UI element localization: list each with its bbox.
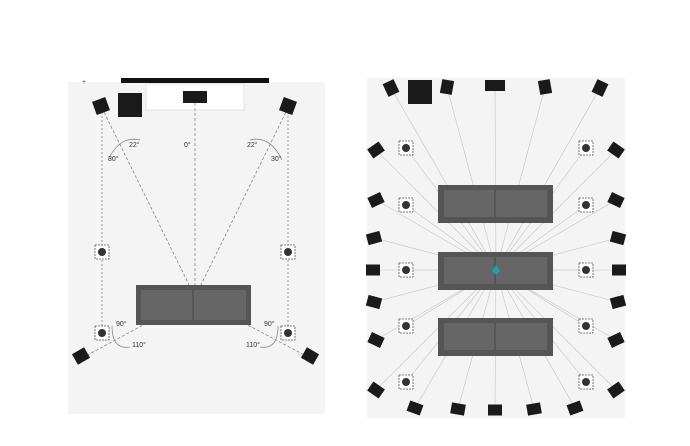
wall-speaker: [607, 141, 625, 159]
wall-speaker: [566, 400, 584, 416]
wall-speaker: [382, 79, 400, 97]
ceiling-speaker: [578, 262, 594, 278]
left-room-diagram: +: [68, 78, 325, 414]
radial-line: [390, 87, 497, 271]
ceiling-speaker: [578, 318, 594, 334]
left-subwoofer: [118, 93, 142, 117]
left-side-speakers: [94, 244, 296, 341]
label-front-right-outer-angle: 30°: [271, 155, 282, 163]
wall-speaker: [612, 264, 626, 276]
radial-line: [495, 87, 601, 271]
wall-speaker: [439, 79, 455, 95]
wall-speaker: [607, 332, 625, 348]
label-front-right-angle: 22°: [247, 141, 258, 149]
wall-speaker: [365, 294, 383, 310]
right-ceiling-speakers: [398, 140, 594, 390]
wall-speaker: [406, 400, 424, 416]
radial-line: [495, 149, 617, 271]
ceiling-speaker: [398, 374, 414, 390]
ceiling-speaker: [398, 140, 414, 156]
radial-line: [495, 86, 546, 271]
left-screen: [121, 78, 269, 83]
label-front-center-angle: 0°: [184, 141, 191, 149]
ceiling-speaker: [578, 197, 594, 213]
radial-line: [446, 86, 497, 271]
wall-speaker: [609, 294, 627, 310]
wall-speaker: [366, 264, 380, 276]
sofa: [438, 185, 553, 223]
left-front-left-speaker: [92, 97, 110, 115]
sofa: [438, 318, 553, 356]
wall-speaker: [367, 332, 385, 348]
wall-speaker: [485, 80, 505, 91]
wall-speaker: [537, 79, 553, 95]
left-corner-mark: +: [82, 79, 86, 86]
left-rear-left-speaker: [71, 347, 91, 365]
wall-speaker: [607, 381, 625, 399]
ceiling-speaker: [398, 318, 414, 334]
wall-speaker: [607, 192, 625, 208]
label-front-left-outer-angle: 30°: [108, 155, 119, 163]
left-rear-right-speaker: [300, 347, 320, 365]
wall-speaker: [367, 141, 385, 159]
right-subwoofer: [408, 80, 432, 104]
left-front-right-speaker: [279, 97, 297, 115]
wall-speaker: [365, 230, 383, 246]
wall-speaker: [367, 381, 385, 399]
right-room-diagram: [365, 78, 627, 418]
right-wall-speakers: [365, 79, 627, 416]
label-rear-right-angle: 110°: [246, 341, 260, 349]
label-side-left-angle: 90°: [116, 320, 127, 328]
ceiling-speaker: [578, 374, 594, 390]
wall-speaker: [450, 402, 466, 416]
left-center-speaker: [183, 91, 207, 103]
ceiling-speaker: [578, 140, 594, 156]
wall-speaker: [488, 404, 502, 416]
wall-speaker: [609, 230, 627, 246]
wall-speaker: [367, 192, 385, 208]
label-side-right-angle: 90°: [264, 320, 275, 328]
label-front-left-angle: 22°: [129, 141, 140, 149]
label-rear-left-angle: 110°: [132, 341, 146, 349]
right-listening-position-marker: [492, 265, 500, 275]
ceiling-speaker: [398, 197, 414, 213]
radial-line: [494, 84, 497, 271]
left-sofa: [136, 285, 251, 325]
radial-line: [375, 149, 497, 271]
wall-speaker: [591, 79, 609, 97]
wall-speaker: [526, 402, 542, 416]
ceiling-speaker: [398, 262, 414, 278]
